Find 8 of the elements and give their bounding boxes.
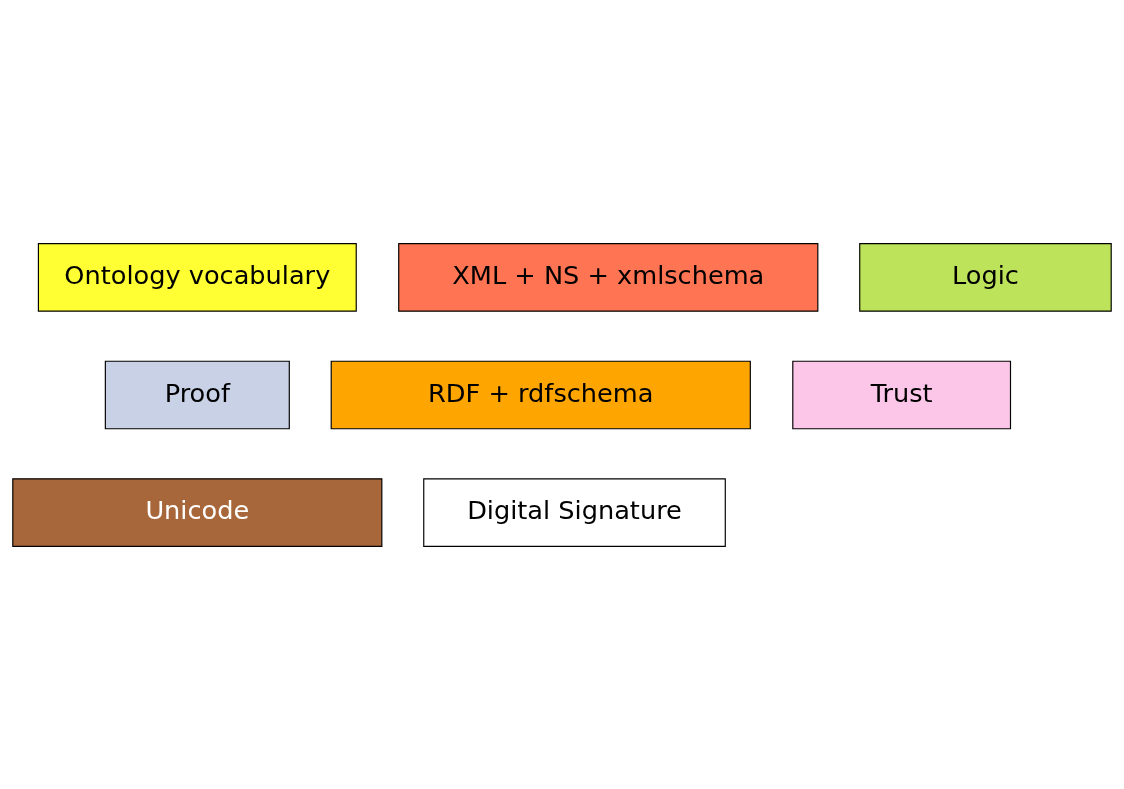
node-box: RDF + rdfschema xyxy=(330,360,751,429)
node-box: Proof xyxy=(104,360,290,429)
node-box: XML + NS + xmlschema xyxy=(398,242,819,312)
node-box: Logic xyxy=(859,242,1112,312)
node-box: Trust xyxy=(792,360,1012,429)
node-box: Digital Signature xyxy=(423,477,726,547)
node-box: Unicode xyxy=(12,477,383,547)
node-box: Ontology vocabulary xyxy=(37,242,357,312)
